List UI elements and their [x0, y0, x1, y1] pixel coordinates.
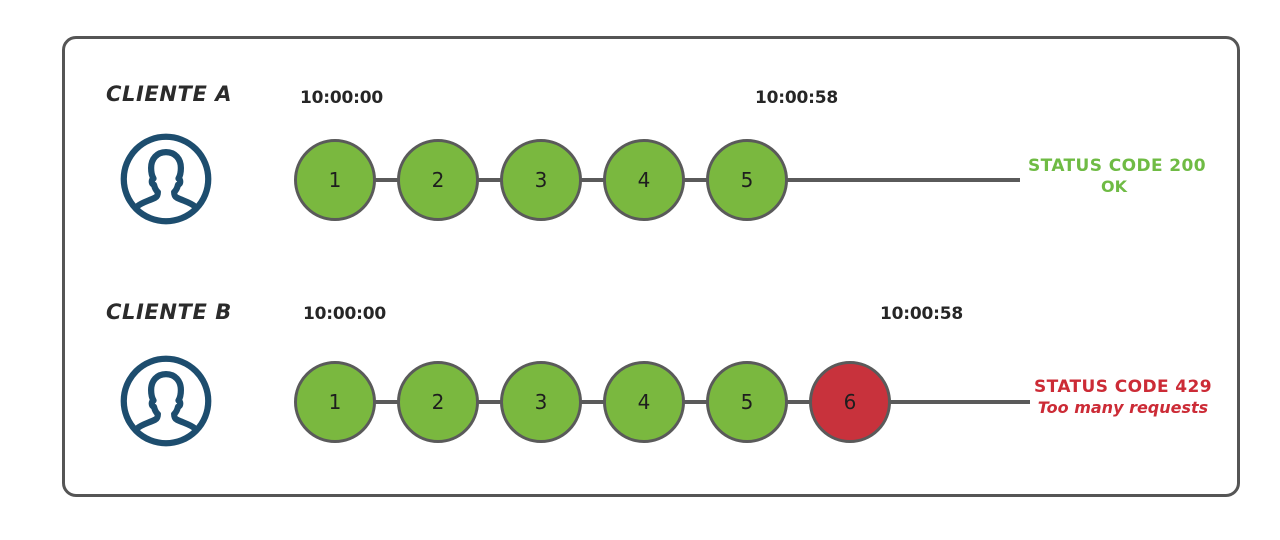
request-node-rejected[interactable]: 6: [809, 361, 891, 443]
user-avatar-icon: [118, 353, 214, 449]
request-node[interactable]: 1: [294, 361, 376, 443]
request-node[interactable]: 3: [500, 139, 582, 221]
client-b-end-time: 10:00:58: [880, 304, 963, 324]
status-message-text: Too many requests: [1037, 398, 1209, 418]
request-node[interactable]: 5: [706, 361, 788, 443]
request-node[interactable]: 3: [500, 361, 582, 443]
status-message-text: OK: [1101, 177, 1127, 197]
client-a-end-time: 10:00:58: [755, 88, 838, 108]
client-b-status: STATUS CODE 429 Too many requests: [1030, 377, 1216, 418]
status-code-text: STATUS CODE 200: [1028, 156, 1206, 176]
chain-connector-line: [340, 400, 1030, 404]
status-code-text: STATUS CODE 429: [1034, 377, 1212, 397]
request-node[interactable]: 2: [397, 361, 479, 443]
client-a-label: CLIENTE A: [106, 82, 233, 106]
request-node[interactable]: 2: [397, 139, 479, 221]
request-node[interactable]: 1: [294, 139, 376, 221]
request-node[interactable]: 5: [706, 139, 788, 221]
request-node[interactable]: 4: [603, 139, 685, 221]
user-avatar-icon: [118, 131, 214, 227]
diagram-frame: [62, 36, 1240, 497]
client-a-start-time: 10:00:00: [300, 88, 383, 108]
client-a-status: STATUS CODE 200 OK: [1028, 156, 1206, 197]
request-node[interactable]: 4: [603, 361, 685, 443]
client-b-start-time: 10:00:00: [303, 304, 386, 324]
client-b-label: CLIENTE B: [106, 300, 232, 324]
